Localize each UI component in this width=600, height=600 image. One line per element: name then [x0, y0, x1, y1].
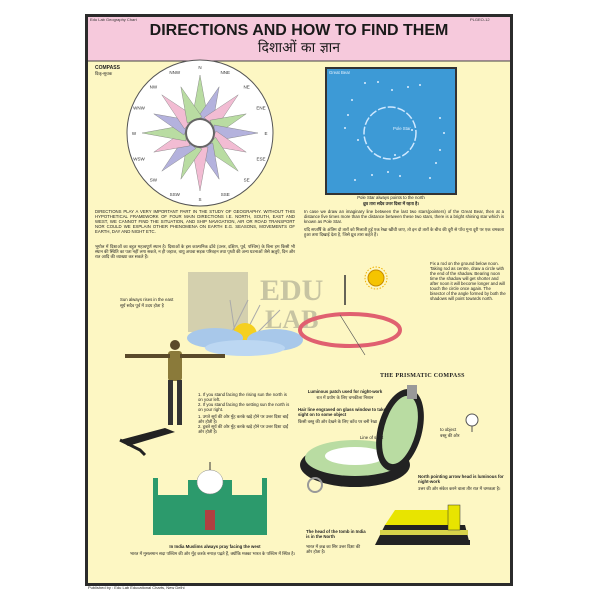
sun-rise-label-hindi: सूर्य सदैव पूर्व में उदय होता है: [120, 303, 164, 308]
star: [354, 179, 356, 181]
compass-label-e: E: [264, 131, 267, 136]
compass-label-ene: ENE: [256, 106, 265, 111]
prismatic-compass-title: THE PRISMATIC COMPASS: [380, 373, 465, 379]
tomb-illustration: [375, 504, 470, 545]
pole-star-label: Pole Star: [393, 126, 411, 131]
prismatic-compass-illustration: [300, 385, 424, 493]
star: [429, 177, 431, 179]
star: [351, 99, 353, 101]
compass-label-wsw: WSW: [133, 156, 145, 161]
compass-label-s: S: [198, 197, 201, 202]
star: [364, 82, 366, 84]
star: [387, 171, 389, 173]
north-arrow-label: North pointing arrow head is luminous fo…: [418, 474, 504, 484]
stars: [344, 81, 445, 181]
line-of-sight-label: Line of sight: [360, 435, 384, 440]
star: [377, 81, 379, 83]
pole-star-caption: Pole Star always points to the north: [357, 195, 425, 200]
north-arrow-label-hindi: उत्तर की ओर संकेत करने वाला तीर रात में …: [418, 486, 501, 491]
star: [435, 162, 437, 164]
page-title-hindi: दिशाओं का ज्ञान: [257, 40, 341, 56]
sun-rise-label: Sun always rises in the east: [120, 297, 174, 302]
compass-label-wnw: WNW: [133, 106, 145, 111]
man-list-item: 1. उगते सूर्य की ओर मुँह करके खड़े होने …: [198, 413, 289, 424]
tree-icon: [465, 413, 479, 432]
man-list-item: 2. If you stand facing the setting sun t…: [198, 401, 290, 412]
pole-star-circle: [363, 106, 417, 160]
chart-code-right: PLGEO-12: [470, 17, 490, 22]
sunrise-illustration: [187, 299, 303, 356]
to-object-label: to object: [440, 427, 457, 432]
compass-label-nw: NW: [150, 84, 158, 89]
header-band: [88, 17, 510, 61]
intro-paragraph: DIRECTIONS PLAY A VERY IMPORTANT PART IN…: [95, 209, 295, 234]
compass-rose: N NNE NE ENE E ESE SE SSE S SSW SW WSW W WNW NW NNW: [132, 65, 268, 202]
star: [371, 174, 373, 176]
night-sky-box: [325, 67, 457, 195]
compass-label: COMPASS: [95, 65, 120, 71]
star: [394, 154, 396, 156]
to-object-label-hindi: वस्तु की ओर: [440, 433, 460, 438]
star: [357, 139, 359, 141]
pole-star-paragraph: In case we draw an imaginary line betwee…: [304, 209, 504, 224]
shadow-method-text: Fix a rod on the ground below noon. Taki…: [430, 261, 506, 301]
pole-star-caption-hindi: ध्रुव तारा सदैव उत्तर दिशा में रहता है।: [363, 201, 419, 206]
pole-star-paragraph-hindi: यदि सप्तर्षि के अंतिम दो तारों को मिलाती…: [304, 227, 504, 237]
luminous-patch-label-hindi: रात में प्रयोग के लिए चमकीला निशान: [316, 395, 374, 400]
mosque-caption: In India Muslims always pray facing the …: [169, 544, 261, 549]
star: [407, 86, 409, 88]
star: [419, 84, 421, 86]
mosque-illustration: [153, 462, 267, 535]
star: [344, 127, 346, 129]
svg-text:EDU: EDU: [260, 274, 323, 307]
compass-label-ssw: SSW: [170, 192, 181, 197]
star: [439, 149, 441, 151]
mosque-caption-hindi: भारत में मुसलमान सदा पश्चिम की ओर मुँह क…: [130, 551, 296, 556]
intro-paragraph-hindi: भूगोल में दिशाओं का बहुत महत्वपूर्ण स्था…: [95, 244, 295, 259]
compass-label-nnw: NNW: [169, 70, 180, 75]
publisher-footer: Published by : Edu Lab Educational Chart…: [88, 585, 185, 590]
hair-line-label-hindi: किसी वस्तु की ओर देखने के लिए काँच पर बन…: [298, 419, 378, 424]
star: [347, 114, 349, 116]
luminous-patch-label: Luminous patch used for night-work: [307, 389, 383, 394]
hair-line-label: Hair line engraved on glass window to ta…: [298, 407, 386, 417]
compass-label-sse: SSE: [221, 192, 230, 197]
great-bear-label: Great Bear: [329, 70, 351, 75]
chart-code-left: Edu Lab Geography Chart: [90, 17, 137, 22]
sun-icon: [364, 266, 388, 290]
star: [391, 89, 393, 91]
watermark-logo: EDU LAB: [188, 272, 323, 334]
compass-label-se: SE: [244, 178, 250, 183]
tomb-caption: The head of the tomb in India is in the …: [306, 529, 366, 539]
star: [399, 175, 401, 177]
compass-label-nne: NNE: [220, 70, 230, 75]
star: [443, 132, 445, 134]
star: [411, 129, 413, 131]
shadow-circle: [298, 312, 402, 348]
page-title: DIRECTIONS AND HOW TO FIND THEM: [149, 22, 449, 39]
tomb-caption-hindi: भारत में क़ब्र का सिर उत्तर दिशा की ओर ह…: [306, 544, 361, 554]
compass-label-w: W: [132, 131, 137, 136]
compass-label-ese: ESE: [256, 156, 265, 161]
man-list-item: 1. If you stand facing the rising sun th…: [198, 392, 287, 402]
star: [439, 117, 441, 119]
compass-label-ne: NE: [244, 84, 250, 89]
man-list-item: 2. डूबते सूर्य की ओर मुँह करके खड़े होने…: [198, 423, 289, 434]
compass-label-hindi: दिक्-सूचक: [95, 71, 113, 76]
man-list: 1. If you stand facing the rising sun th…: [198, 392, 290, 435]
compass-label-n: N: [198, 65, 201, 70]
compass-label-sw: SW: [150, 178, 158, 183]
man-with-arms-out: [119, 340, 225, 457]
